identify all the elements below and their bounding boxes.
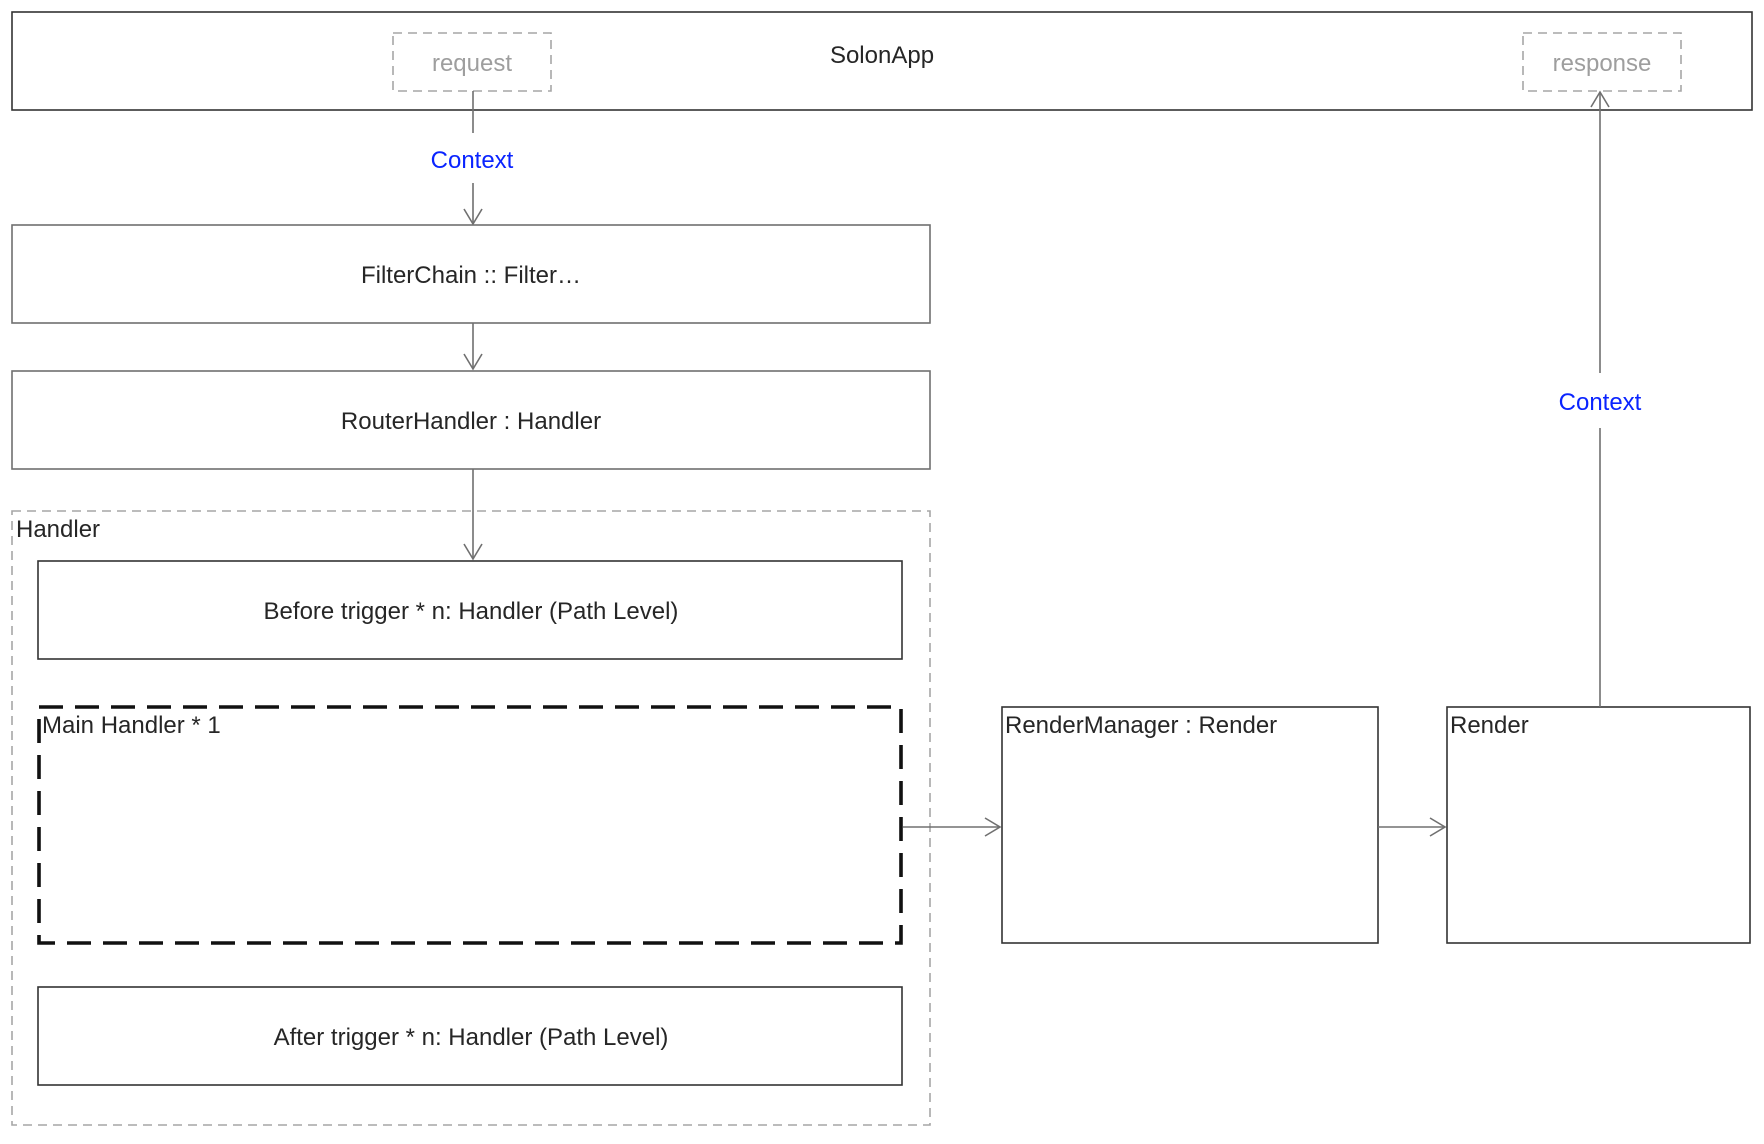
- render-manager-label: RenderManager : Render: [1005, 712, 1277, 739]
- render-manager-to-render-edge: [1378, 817, 1447, 837]
- response-port: response: [1522, 32, 1682, 92]
- response-label: response: [1553, 50, 1652, 77]
- request-port: request: [392, 32, 552, 92]
- main-handler-to-render-manager-edge: [903, 817, 1002, 837]
- router-to-before-trigger-edge: [463, 469, 483, 561]
- router-handler-label: RouterHandler : Handler: [341, 408, 601, 435]
- after-trigger-node: After trigger * n: Handler (Path Level): [37, 986, 903, 1086]
- context-in-label: Context: [431, 147, 514, 174]
- render-label: Render: [1450, 712, 1529, 739]
- filterchain-to-router-edge: [463, 323, 483, 371]
- main-handler-node: Main Handler * 1: [37, 705, 903, 945]
- request-label: request: [432, 50, 512, 77]
- main-handler-label: Main Handler * 1: [42, 712, 221, 739]
- handler-group-label: Handler: [16, 516, 100, 543]
- after-trigger-label: After trigger * n: Handler (Path Level): [274, 1024, 669, 1051]
- solon-app-label: SolonApp: [830, 42, 934, 69]
- filter-chain-node: FilterChain :: Filter…: [11, 224, 931, 324]
- render-to-response-edge: [1590, 90, 1610, 707]
- before-trigger-label: Before trigger * n: Handler (Path Level): [264, 598, 679, 625]
- before-trigger-node: Before trigger * n: Handler (Path Level): [37, 560, 903, 660]
- render-node: Render: [1446, 706, 1751, 944]
- render-manager-node: RenderManager : Render: [1001, 706, 1379, 944]
- request-to-filterchain-edge: [463, 91, 483, 226]
- context-out-label: Context: [1559, 389, 1642, 416]
- router-handler-node: RouterHandler : Handler: [11, 370, 931, 470]
- solon-app-node: SolonApp: [11, 11, 1753, 111]
- handler-group: Handler: [11, 510, 931, 1126]
- filter-chain-label: FilterChain :: Filter…: [361, 262, 581, 289]
